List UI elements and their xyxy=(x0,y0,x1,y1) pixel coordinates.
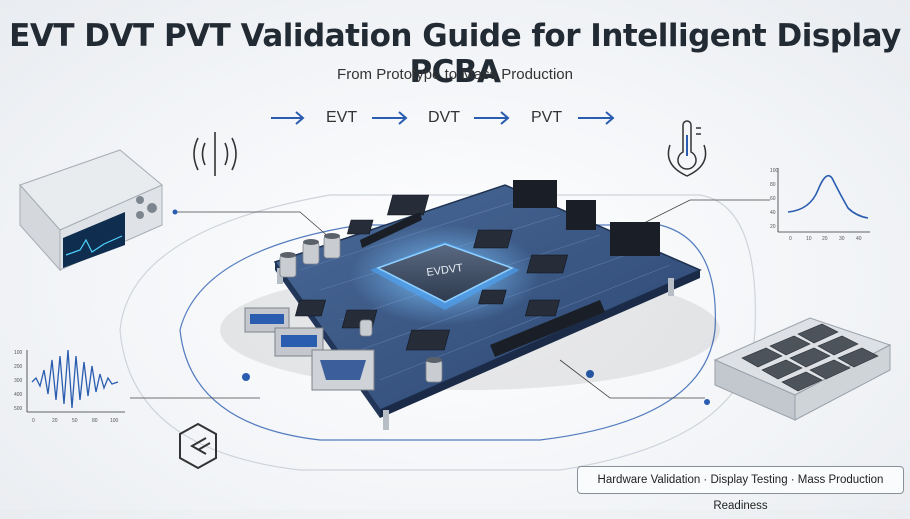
curve-x-tick: 0 xyxy=(789,236,792,242)
curve-x-tick: 40 xyxy=(856,236,862,242)
wave-x-tick: 80 xyxy=(92,418,98,424)
waveform-plot xyxy=(26,349,125,413)
pin-headers xyxy=(360,180,660,357)
callout-lines xyxy=(130,199,770,399)
capacitors xyxy=(279,233,443,383)
wave-y-tick: 400 xyxy=(14,392,23,398)
wave-y-tick: 100 xyxy=(14,350,23,356)
oscilloscope xyxy=(19,149,163,272)
stage-evt: EVT xyxy=(326,109,358,126)
main-chip xyxy=(370,242,520,310)
page-title: EVT DVT PVT Validation Guide for Intelli… xyxy=(9,18,901,90)
chip-tray xyxy=(713,317,892,421)
curve-y-tick: 80 xyxy=(770,182,776,188)
curve-y-tick: 60 xyxy=(770,196,776,202)
io-ports xyxy=(244,307,375,391)
wave-x-tick: 100 xyxy=(110,418,119,424)
thermometer-icon xyxy=(667,120,707,177)
wave-x-tick: 20 xyxy=(52,418,58,424)
chip-label: EVDVT xyxy=(426,262,464,279)
curve-y-tick: 100 xyxy=(770,168,779,174)
wireless-signal-icon xyxy=(193,132,237,176)
curve-plot xyxy=(777,168,870,233)
wave-y-tick: 200 xyxy=(14,364,23,370)
page-subtitle: From Prototype to Mass Production xyxy=(337,66,573,83)
curve-x-tick: 20 xyxy=(822,236,828,242)
platform-rings xyxy=(119,194,756,471)
curve-x-tick: 10 xyxy=(806,236,812,242)
stage-dvt: DVT xyxy=(428,109,460,126)
curve-y-tick: 20 xyxy=(770,224,776,230)
wave-y-tick: 300 xyxy=(14,378,23,384)
footer-caption: Hardware Validation · Display Testing · … xyxy=(577,466,904,512)
curve-y-tick: 40 xyxy=(770,210,776,216)
stage-pvt: PVT xyxy=(531,109,563,126)
curve-x-tick: 30 xyxy=(839,236,845,242)
wave-y-tick: 500 xyxy=(14,406,23,412)
brand-logo-icon xyxy=(179,422,217,470)
wave-x-tick: 0 xyxy=(32,418,35,424)
wave-x-tick: 50 xyxy=(72,418,78,424)
